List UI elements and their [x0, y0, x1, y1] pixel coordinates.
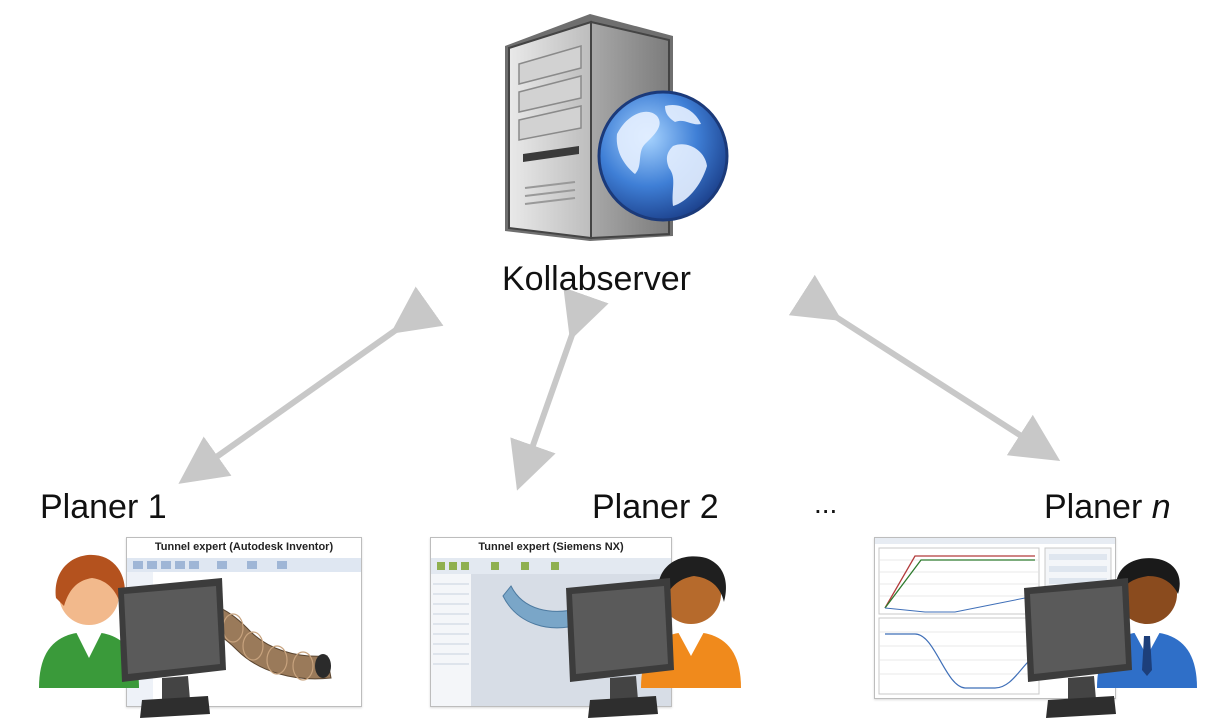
server-label: Kollabserver	[502, 260, 691, 298]
arrow-server-planer-n	[788, 274, 1061, 461]
planer-1-name-prefix: Planer	[40, 488, 148, 526]
planer-1-name-suffix: 1	[147, 488, 167, 526]
planer-n-name-suffix: n	[1151, 488, 1171, 526]
planer-2-label: Planer 2	[592, 490, 719, 524]
planer-n-monitor-icon	[1024, 578, 1132, 718]
planer-1-label: Planer 1	[40, 490, 167, 524]
planer-n-label: Planer n	[1044, 490, 1171, 524]
planer-1-monitor-icon	[118, 578, 226, 718]
planer-1-user-avatar	[39, 554, 139, 688]
planer-2-name-suffix: 2	[699, 488, 719, 526]
server-globe-icon	[505, 14, 729, 241]
arrow-server-planer-2	[510, 287, 609, 491]
more-planners-ellipsis: ...	[814, 488, 838, 519]
planer-n-name-prefix: Planer	[1044, 488, 1152, 526]
arrow-server-planer-1	[178, 286, 444, 484]
planer-2-window-title: Tunnel expert (Siemens NX)	[478, 541, 624, 553]
planer-1-window-title: Tunnel expert (Autodesk Inventor)	[154, 541, 334, 553]
planer-2-monitor-icon	[566, 578, 674, 718]
planer-2-name-prefix: Planer	[592, 488, 700, 526]
